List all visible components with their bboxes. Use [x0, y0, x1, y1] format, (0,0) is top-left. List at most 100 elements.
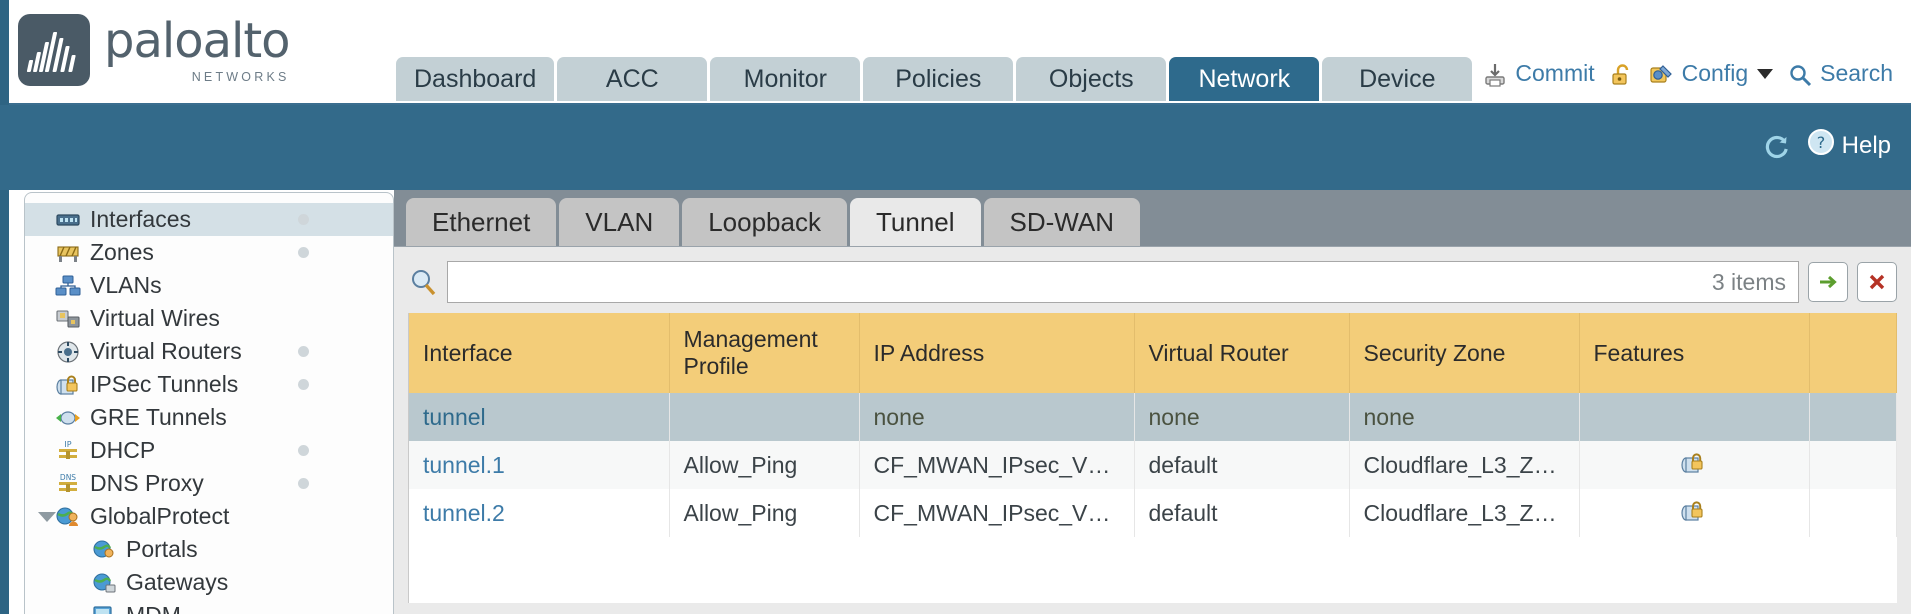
sidebar-item-gateways[interactable]: Gateways — [25, 566, 393, 599]
sidebar-item-label: MDM — [126, 602, 181, 614]
header-tools: Commit — [1482, 60, 1893, 87]
expand-collapse-triangle-icon[interactable] — [38, 511, 56, 522]
brand-logo: paloalto NETWORKS — [18, 12, 291, 86]
help-button[interactable]: ? Help — [1807, 128, 1891, 163]
cell-ip-address: CF_MWAN_IPsec_VTI_02_... — [859, 489, 1135, 537]
commit-label: Commit — [1515, 60, 1595, 86]
cell-management-profile: Allow_Ping — [669, 441, 860, 489]
sidebar-item-label: Portals — [126, 536, 198, 562]
portals-icon — [91, 538, 117, 562]
sidebar-item-dns-proxy[interactable]: DNS DNS Proxy — [25, 467, 393, 500]
band-tools: ? Help — [1761, 128, 1891, 163]
sidebar-item-label: Virtual Routers — [90, 338, 242, 364]
cell-features — [1579, 489, 1810, 537]
commit-button[interactable]: Commit — [1482, 60, 1595, 87]
tab-dashboard[interactable]: Dashboard — [396, 57, 555, 101]
apply-filter-arrow-icon — [1820, 275, 1837, 289]
config-menu[interactable]: Config — [1649, 60, 1774, 87]
sidebar-nav: Interfaces Zones — [24, 192, 394, 614]
dns-proxy-icon: DNS — [55, 472, 81, 496]
tab-objects[interactable]: Objects — [1016, 57, 1167, 101]
cell-security-zone: none — [1349, 393, 1580, 441]
lock-button[interactable] — [1609, 62, 1635, 86]
subtab-tunnel[interactable]: Tunnel — [849, 198, 981, 246]
subtab-ethernet[interactable]: Ethernet — [406, 198, 557, 246]
sidebar-item-label: Zones — [90, 239, 154, 265]
sidebar-item-interfaces[interactable]: Interfaces — [25, 203, 393, 236]
tab-policies[interactable]: Policies — [863, 57, 1014, 101]
table-row[interactable]: tunnel none none none — [409, 393, 1897, 441]
main-tab-bar: Dashboard ACC Monitor Policies Objects N… — [396, 57, 1473, 101]
gateways-icon — [91, 571, 117, 595]
table-header-row: Interface Management Profile IP Address … — [409, 313, 1897, 393]
item-count-label: 3 items — [1711, 268, 1786, 295]
sidebar-item-virtual-routers[interactable]: Virtual Routers — [25, 335, 393, 368]
sidebar-status-dot — [298, 478, 309, 489]
config-label: Config — [1681, 60, 1749, 86]
cell-virtual-router: none — [1134, 393, 1350, 441]
sidebar-item-zones[interactable]: Zones — [25, 236, 393, 269]
cell-features — [1579, 393, 1810, 441]
tab-monitor[interactable]: Monitor — [710, 57, 861, 101]
column-header-features[interactable]: Features — [1579, 313, 1810, 393]
lock-open-icon — [1609, 62, 1635, 86]
cell-virtual-router: default — [1134, 489, 1350, 537]
table-row[interactable]: tunnel.1 Allow_Ping CF_MWAN_IPsec_VTI_01… — [409, 441, 1897, 489]
tab-acc[interactable]: ACC — [557, 57, 708, 101]
sidebar-item-label: DHCP — [90, 437, 156, 463]
search-button[interactable]: Search — [1787, 60, 1893, 87]
sidebar-item-virtual-wires[interactable]: Virtual Wires — [25, 302, 393, 335]
sidebar-item-vlans[interactable]: VLANs — [25, 269, 393, 302]
svg-text:DNS: DNS — [60, 473, 76, 482]
tab-device[interactable]: Device — [1322, 57, 1473, 101]
cell-interface[interactable]: tunnel.1 — [409, 441, 670, 489]
apply-filter-button[interactable] — [1808, 262, 1848, 302]
sidebar-item-dhcp[interactable]: IP DHCP — [25, 434, 393, 467]
column-header-management-profile[interactable]: Management Profile — [669, 313, 860, 393]
search-magnifier-icon[interactable] — [408, 267, 438, 297]
column-header-virtual-router[interactable]: Virtual Router — [1134, 313, 1350, 393]
dhcp-icon: IP — [55, 439, 81, 463]
sidebar-item-globalprotect[interactable]: GlobalProtect — [25, 500, 393, 533]
cell-ip-address: CF_MWAN_IPsec_VTI_01_... — [859, 441, 1135, 489]
cell-interface[interactable]: tunnel.2 — [409, 489, 670, 537]
cell-spacer — [1809, 441, 1897, 489]
column-header-security-zone[interactable]: Security Zone — [1349, 313, 1580, 393]
sidebar-item-label: DNS Proxy — [90, 470, 204, 496]
brand-tagline: NETWORKS — [191, 69, 290, 84]
clear-filter-button[interactable] — [1857, 262, 1897, 302]
svg-text:?: ? — [1816, 133, 1825, 152]
filter-input[interactable]: 3 items — [447, 261, 1799, 303]
sidebar-item-ipsec-tunnels[interactable]: IPSec Tunnels — [25, 368, 393, 401]
brand-name: paloalto — [104, 12, 291, 69]
svg-text:IP: IP — [64, 440, 71, 449]
refresh-icon[interactable] — [1761, 131, 1791, 161]
sidebar-status-dot — [298, 346, 309, 357]
commit-icon — [1482, 62, 1508, 87]
tunnel-interfaces-table: Interface Management Profile IP Address … — [408, 313, 1897, 603]
interfaces-icon — [55, 208, 81, 232]
cell-interface[interactable]: tunnel — [409, 393, 670, 441]
left-edge-accent — [0, 0, 9, 105]
subtab-vlan[interactable]: VLAN — [559, 198, 680, 246]
column-header-interface[interactable]: Interface — [409, 313, 670, 393]
column-header-ip-address[interactable]: IP Address — [859, 313, 1135, 393]
sidebar-item-gre-tunnels[interactable]: GRE Tunnels — [25, 401, 393, 434]
ipsec-tunnels-icon — [55, 373, 81, 397]
mdm-icon — [91, 604, 117, 614]
cell-ip-address: none — [859, 393, 1135, 441]
subtab-loopback[interactable]: Loopback — [682, 198, 847, 246]
tab-network[interactable]: Network — [1169, 57, 1320, 101]
sidebar-item-label: VLANs — [90, 272, 162, 298]
sidebar-status-dot — [298, 379, 309, 390]
cell-spacer — [1809, 489, 1897, 537]
sidebar-edge-accent — [0, 190, 9, 614]
sidebar-item-portals[interactable]: Portals — [25, 533, 393, 566]
sidebar-item-mdm[interactable]: MDM — [25, 599, 393, 614]
search-icon — [1787, 62, 1813, 86]
subtab-sdwan[interactable]: SD-WAN — [983, 198, 1141, 246]
sidebar-item-label: GlobalProtect — [90, 503, 230, 529]
sidebar-status-dot — [298, 214, 309, 225]
table-row[interactable]: tunnel.2 Allow_Ping CF_MWAN_IPsec_VTI_02… — [409, 489, 1897, 537]
